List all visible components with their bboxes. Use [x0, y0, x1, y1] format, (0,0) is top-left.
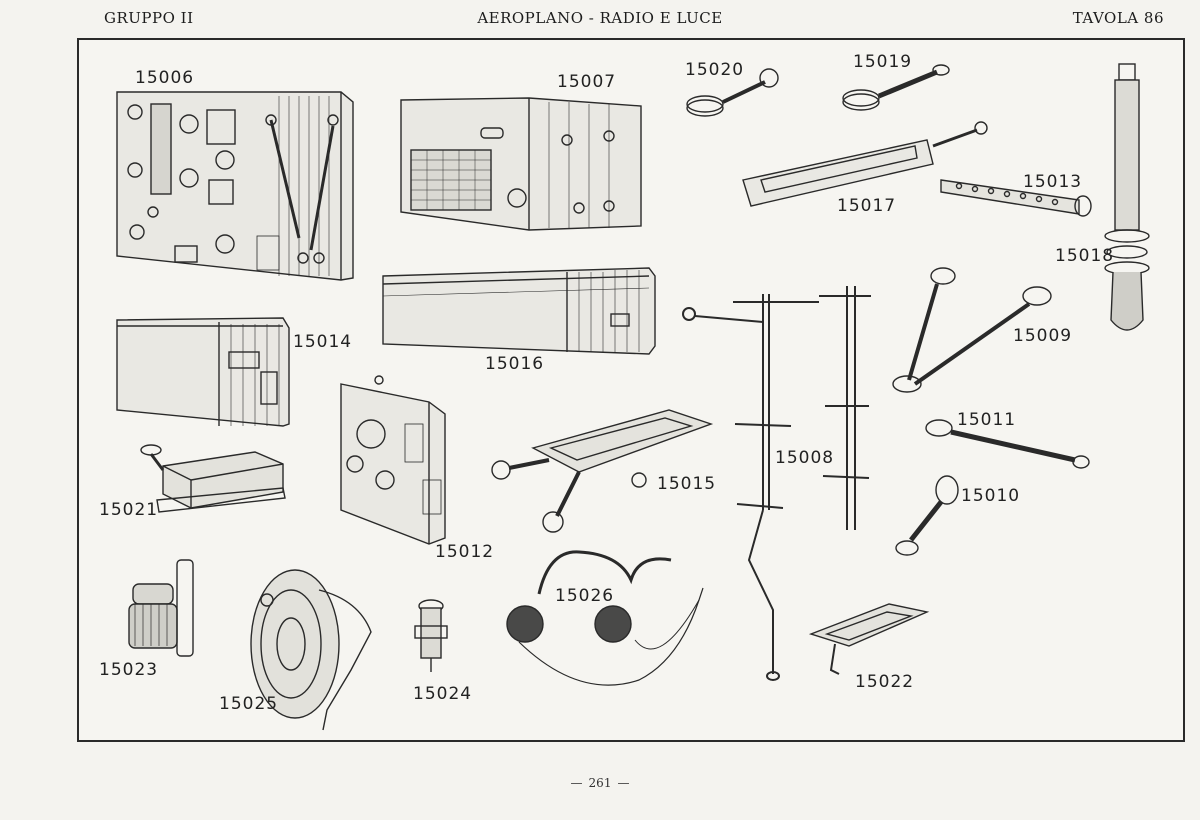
part-label-15023: 15023: [99, 660, 159, 680]
plate-number: TAVOLA 86: [1072, 9, 1164, 27]
part-15019-drawing: [842, 64, 950, 111]
part-label-15006: 15006: [135, 68, 195, 88]
part-15016-drawing: [382, 267, 656, 355]
part-15007-drawing: [400, 97, 642, 231]
part-label-15009: 15009: [1013, 326, 1073, 346]
part-15026-drawing: [506, 550, 704, 686]
illustration-plate: 15006 15007 15020 15019 15017 15013 1501…: [77, 38, 1185, 742]
part-15023-drawing: [128, 559, 194, 657]
page-number: — 261 —: [0, 776, 1200, 790]
part-15025-drawing: [250, 569, 372, 731]
page-number-dash-right: —: [617, 776, 630, 790]
part-15012-drawing: [340, 375, 446, 545]
part-15010-drawing: [895, 475, 959, 556]
part-15006-drawing: [116, 91, 354, 281]
part-15011-drawing: [925, 419, 1090, 469]
part-label-15026: 15026: [555, 586, 615, 606]
part-15021-drawing: [140, 444, 286, 513]
page-number-dash-left: —: [570, 776, 583, 790]
part-label-15011: 15011: [957, 410, 1017, 430]
part-15024-drawing: [414, 599, 448, 672]
parts-drawing: [116, 63, 1150, 731]
part-15020-drawing: [686, 68, 779, 117]
plate-title: AEROPLANO - RADIO E LUCE: [477, 9, 723, 27]
part-label-15019: 15019: [853, 52, 913, 72]
part-15017-drawing: [742, 121, 988, 207]
part-label-15016: 15016: [485, 354, 545, 374]
part-15015-drawing: [491, 409, 714, 533]
part-label-15018: 15018: [1055, 246, 1115, 266]
part-label-15021: 15021: [99, 500, 159, 520]
part-label-15012: 15012: [435, 542, 495, 562]
part-label-15020: 15020: [685, 60, 745, 80]
part-15013-drawing: [940, 179, 1092, 217]
part-label-15010: 15010: [961, 486, 1021, 506]
part-label-15024: 15024: [413, 684, 473, 704]
page-number-value: 261: [588, 776, 612, 790]
part-15022-drawing: [808, 603, 930, 675]
part-label-15013: 15013: [1023, 172, 1083, 192]
part-label-15007: 15007: [557, 72, 617, 92]
part-15008-drawing: [682, 286, 871, 681]
group-label: GRUPPO II: [104, 9, 194, 27]
part-label-15014: 15014: [293, 332, 353, 352]
part-label-15015: 15015: [657, 474, 717, 494]
part-label-15017: 15017: [837, 196, 897, 216]
part-15009-drawing: [892, 267, 1052, 393]
part-label-15025: 15025: [219, 694, 279, 714]
part-label-15022: 15022: [855, 672, 915, 692]
part-15014-drawing: [116, 317, 290, 427]
part-15018-drawing: [1104, 63, 1150, 331]
part-label-15008: 15008: [775, 448, 835, 468]
